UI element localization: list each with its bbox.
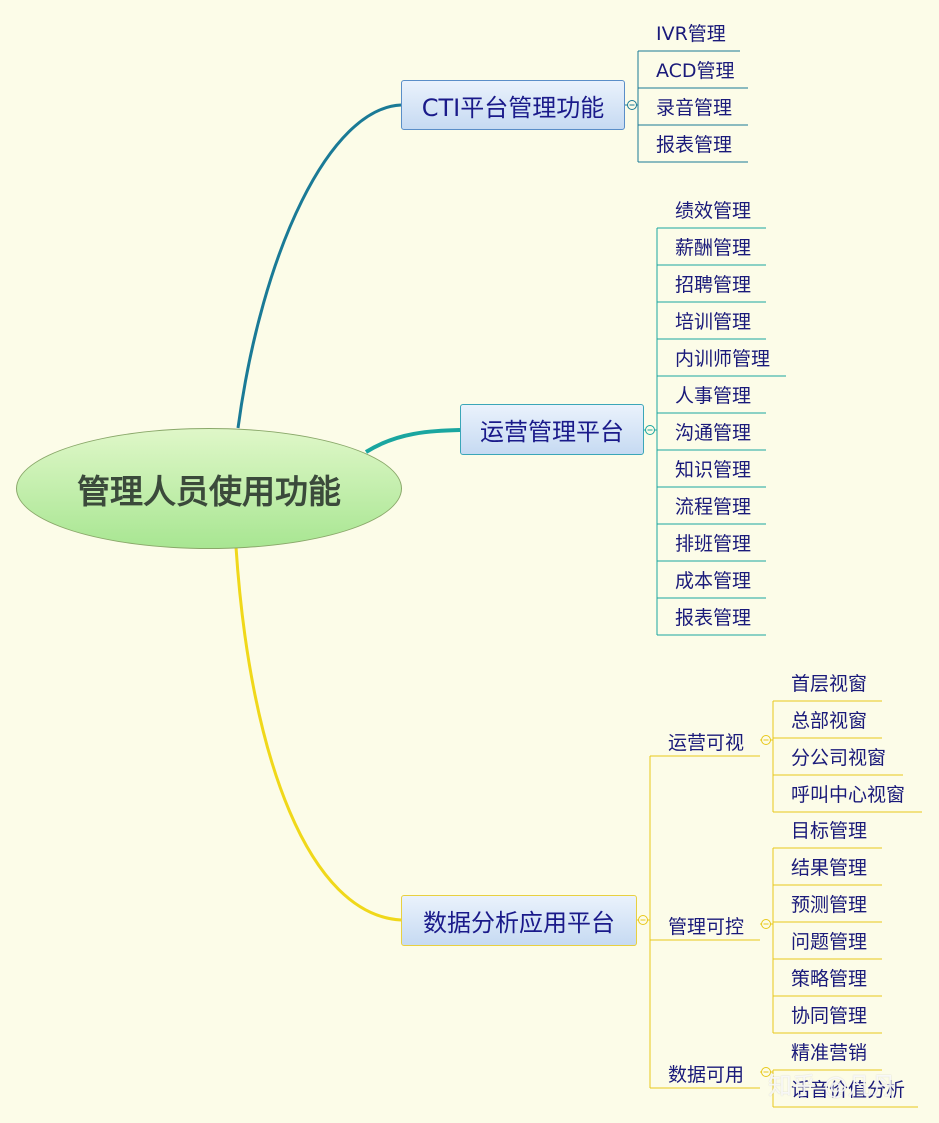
branch-curve-data [234,546,402,922]
ops-leaf-item[interactable]: 招聘管理 [675,274,752,296]
data-group-label[interactable]: 数据可用 [668,1064,745,1086]
data-leaf-item[interactable]: 呼叫中心视窗 [791,784,906,806]
data-leaf-item[interactable]: 策略管理 [791,968,868,990]
branch-curve-ops [364,428,461,454]
ops-leaf-item[interactable]: 内训师管理 [675,348,771,370]
ops-leaf-item[interactable]: 人事管理 [675,385,752,407]
ops-leaf-item[interactable]: 薪酬管理 [675,237,752,259]
ops-leaf-item[interactable]: 知识管理 [675,459,752,481]
ops-leaf-item[interactable]: 流程管理 [675,496,752,518]
data-leaf-item[interactable]: 协同管理 [791,1005,868,1027]
data-leaf-item[interactable]: 精准营销 [791,1042,868,1064]
cti-leaf-item[interactable]: IVR管理 [656,23,726,45]
root-node[interactable]: 管理人员使用功能 [16,428,402,549]
data-group-label[interactable]: 管理可控 [668,916,745,938]
watermark: 知乎 @凡丹 [768,1072,896,1100]
ops-platform-node[interactable]: 运营管理平台 [460,404,644,455]
ops-leaf-item[interactable]: 成本管理 [675,570,752,592]
branch-curve-cti [236,103,402,429]
cti-leaf-item[interactable]: 报表管理 [656,134,733,156]
cti-leaf-item[interactable]: 录音管理 [656,97,733,119]
data-platform-node[interactable]: 数据分析应用平台 [401,895,637,946]
ops-leaf-item[interactable]: 排班管理 [675,533,752,555]
ops-leaf-item[interactable]: 绩效管理 [675,200,752,222]
data-leaf-item[interactable]: 总部视窗 [791,710,868,732]
cti-leaf-item[interactable]: ACD管理 [656,60,735,82]
ops-leaf-item[interactable]: 报表管理 [675,607,752,629]
data-leaf-item[interactable]: 首层视窗 [791,673,868,695]
ops-leaf-item[interactable]: 培训管理 [675,311,752,333]
data-leaf-item[interactable]: 预测管理 [791,894,868,916]
data-leaf-item[interactable]: 目标管理 [791,820,868,842]
cti-platform-node[interactable]: CTI平台管理功能 [401,80,625,130]
data-group-label[interactable]: 运营可视 [668,732,745,754]
ops-leaf-item[interactable]: 沟通管理 [675,422,752,444]
data-leaf-item[interactable]: 问题管理 [791,931,868,953]
data-leaf-item[interactable]: 结果管理 [791,857,868,879]
data-leaf-item[interactable]: 分公司视窗 [791,747,887,769]
data-leaf-item[interactable]: 话音价值分析 [791,1079,906,1101]
